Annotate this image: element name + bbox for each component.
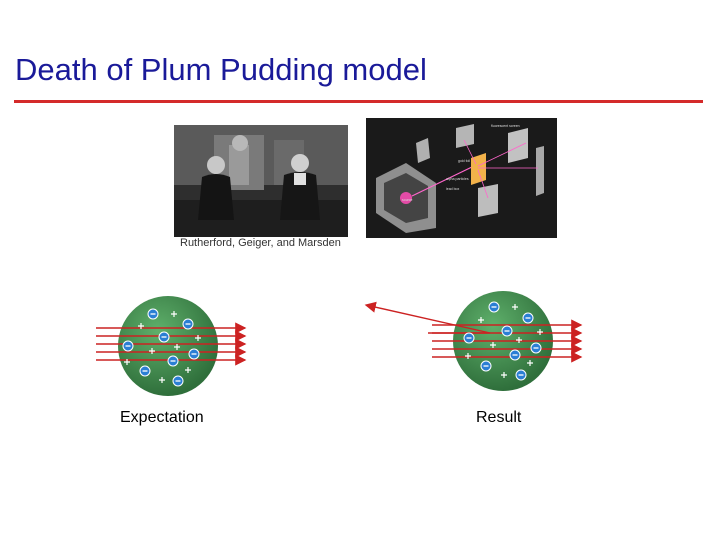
photo-caption: Rutherford, Geiger, and Marsden	[180, 237, 341, 249]
atom-result	[364, 291, 583, 391]
diagram-annotation: gold foil	[458, 159, 470, 163]
plum-pudding-atoms	[96, 291, 583, 396]
expectation-label: Expectation	[120, 409, 204, 426]
result-label: Result	[476, 409, 522, 426]
atom-expectation	[96, 296, 247, 396]
scientists-photo	[174, 125, 348, 237]
diagram-annotation: lead box	[446, 187, 459, 191]
title-underline	[14, 100, 703, 103]
gold-foil-experiment-diagram: fluorescent screen gold foil alpha parti…	[366, 118, 557, 238]
diagram-annotation: fluorescent screen	[491, 124, 520, 128]
diagram-annotation: alpha particles	[446, 177, 469, 181]
diagram-annotation: source	[402, 198, 413, 202]
slide-title: Death of Plum Pudding model	[15, 52, 427, 87]
